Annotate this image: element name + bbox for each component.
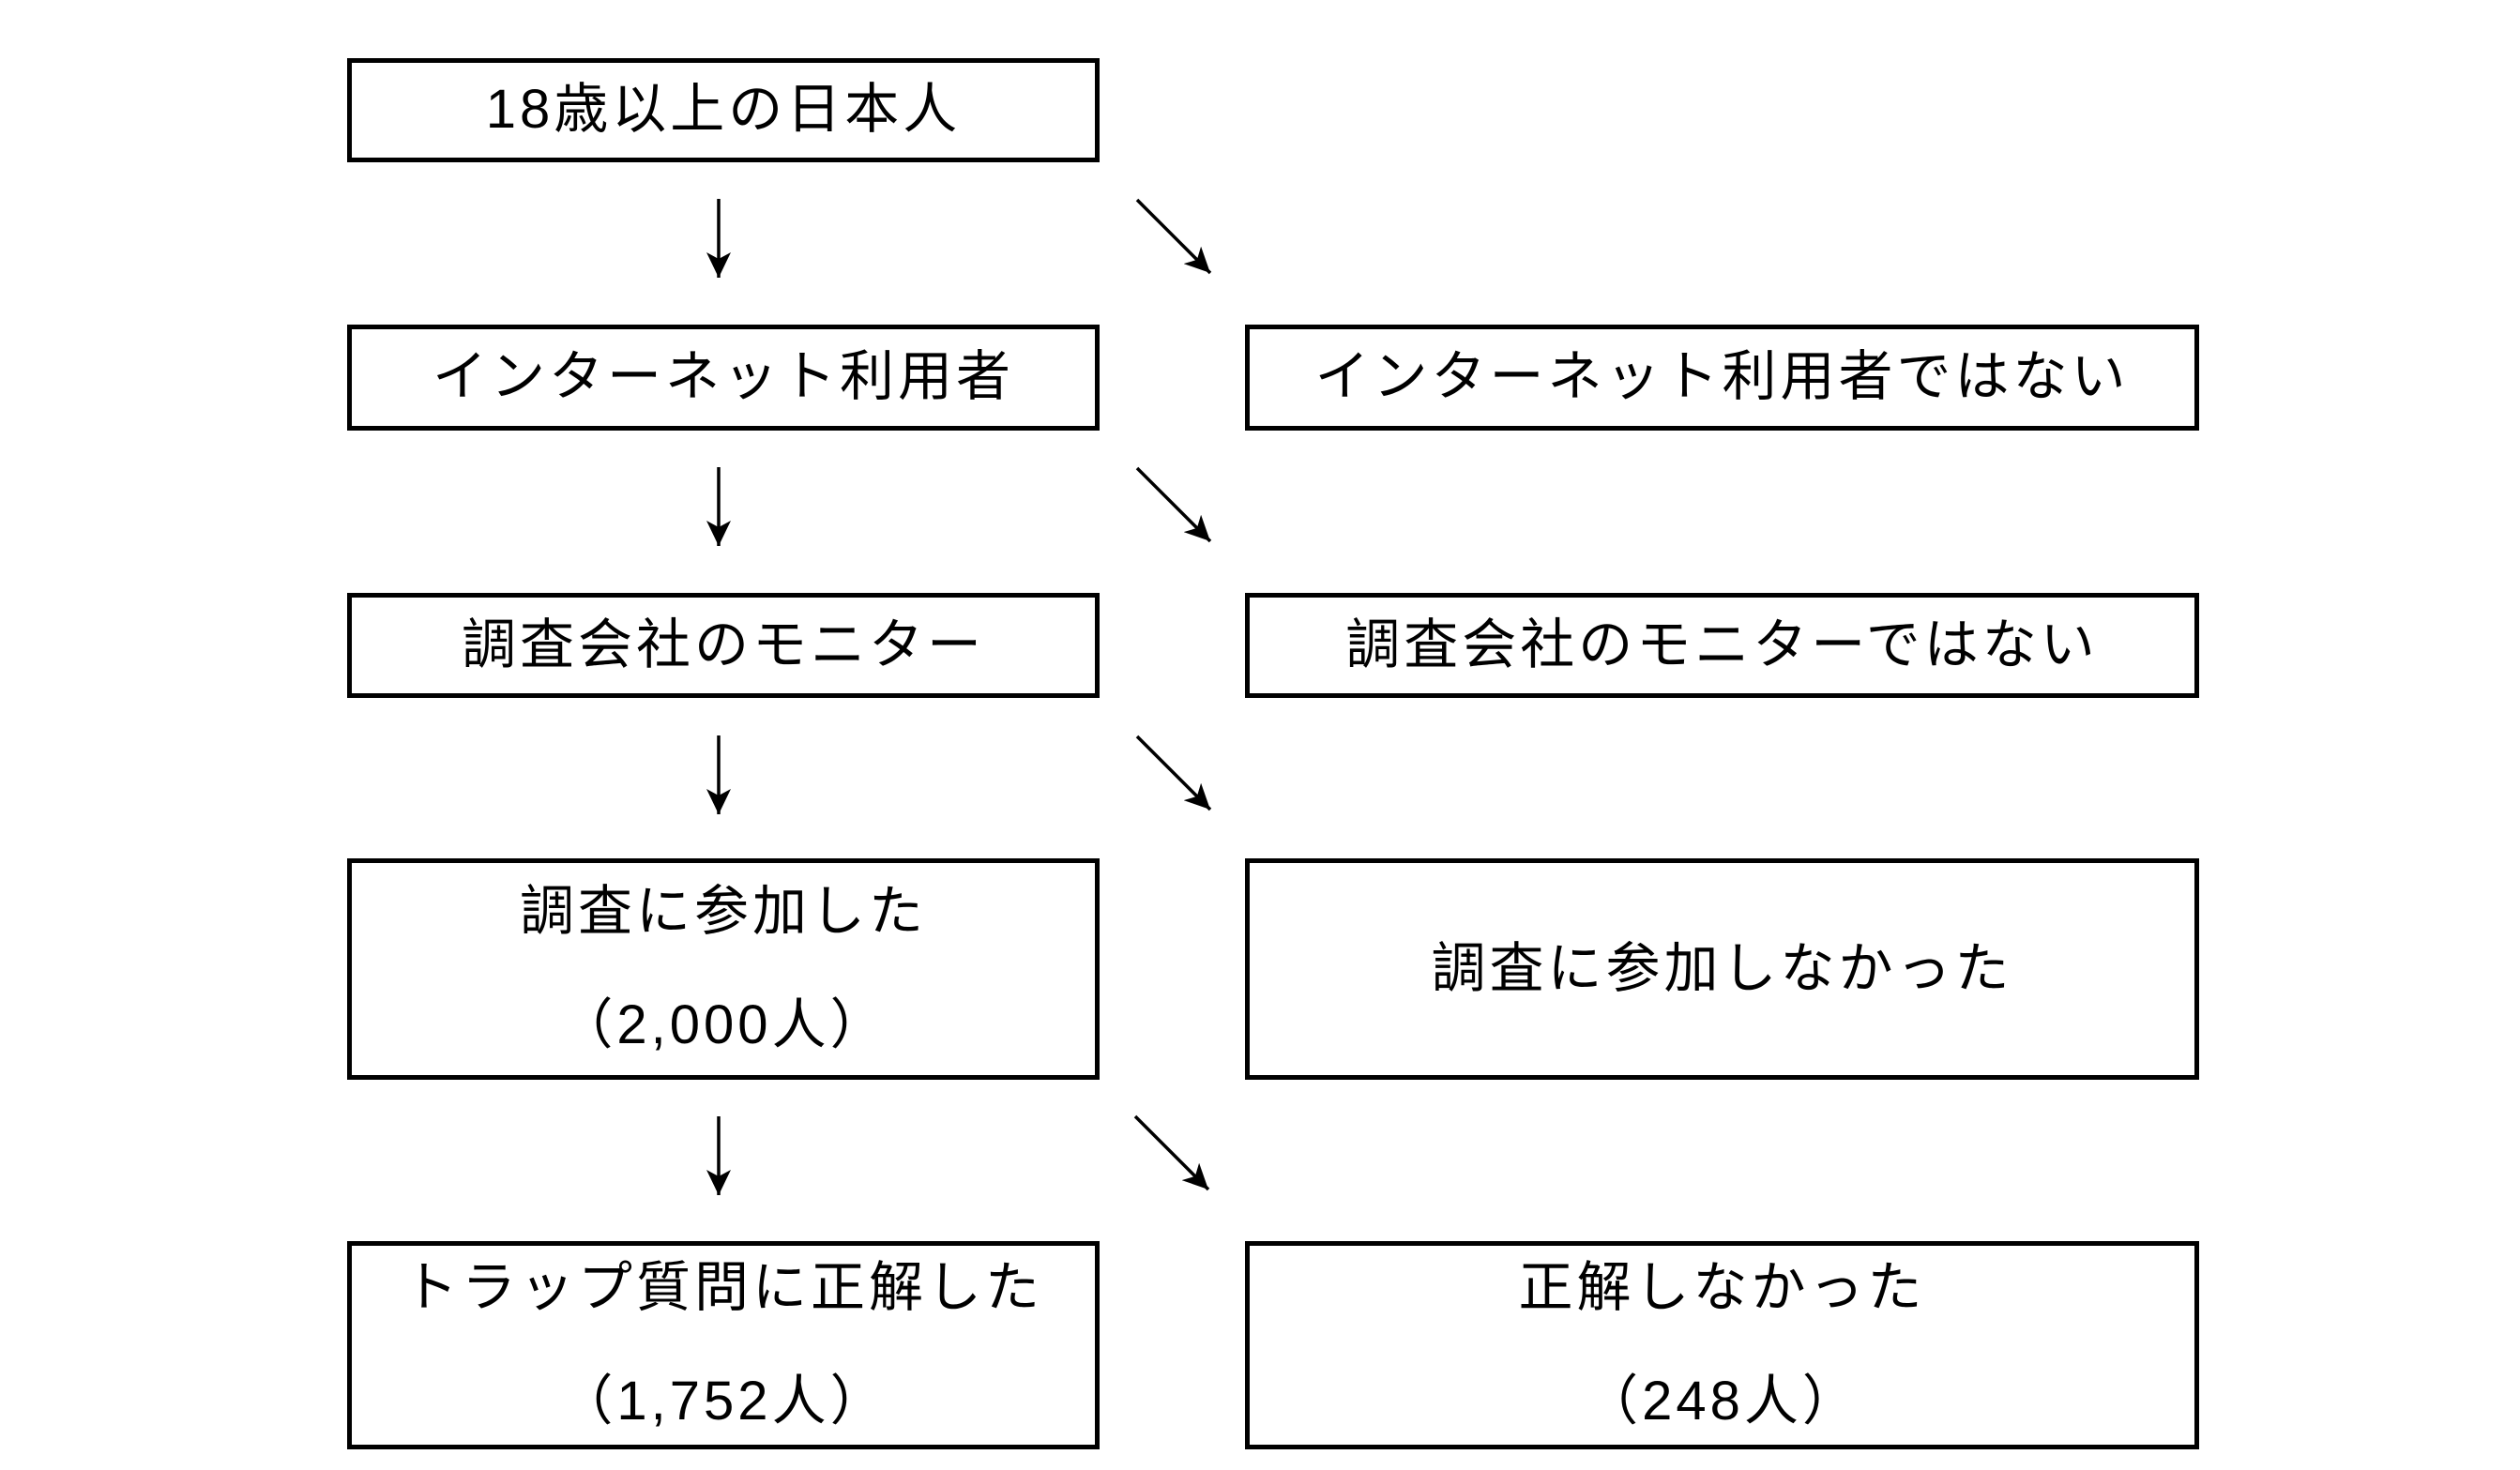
- box-count: （1,752人）: [558, 1371, 888, 1432]
- box-text: インターネット利用者ではない: [1314, 346, 2130, 408]
- diagonal-arrow: [1135, 198, 1212, 275]
- box-count: （2,000人）: [558, 994, 888, 1055]
- box-count: （248人）: [1584, 1371, 1860, 1432]
- box-text: 正解しなかった: [1518, 1257, 1926, 1319]
- flow-box-non-internet-users: インターネット利用者ではない: [1245, 325, 2199, 431]
- box-text: インターネット利用者: [432, 346, 1014, 408]
- diagonal-arrow: [1135, 735, 1212, 811]
- diagonal-arrow: [1133, 1114, 1210, 1191]
- flow-box-internet-users: インターネット利用者: [347, 325, 1100, 431]
- flow-box-population: 18歳以上の日本人: [347, 58, 1100, 162]
- box-text: 調査会社のモニターではない: [1345, 614, 2099, 675]
- flow-box-participated: 調査に参加した （2,000人）: [347, 858, 1100, 1080]
- flow-box-panel-monitors: 調査会社のモニター: [347, 593, 1100, 698]
- box-text: 調査に参加した: [519, 881, 927, 943]
- box-text: トラップ質問に正解した: [402, 1257, 1043, 1319]
- flow-box-not-participated: 調査に参加しなかった: [1245, 858, 2199, 1080]
- box-text: 調査会社のモニター: [461, 614, 985, 675]
- flow-box-trap-correct: トラップ質問に正解した （1,752人）: [347, 1241, 1100, 1449]
- box-text: 調査に参加しなかった: [1431, 937, 2013, 999]
- flow-box-trap-incorrect: 正解しなかった （248人）: [1245, 1241, 2199, 1449]
- diagonal-arrow: [1135, 466, 1212, 543]
- box-text: 18歳以上の日本人: [485, 79, 962, 141]
- flow-box-non-panel-monitors: 調査会社のモニターではない: [1245, 593, 2199, 698]
